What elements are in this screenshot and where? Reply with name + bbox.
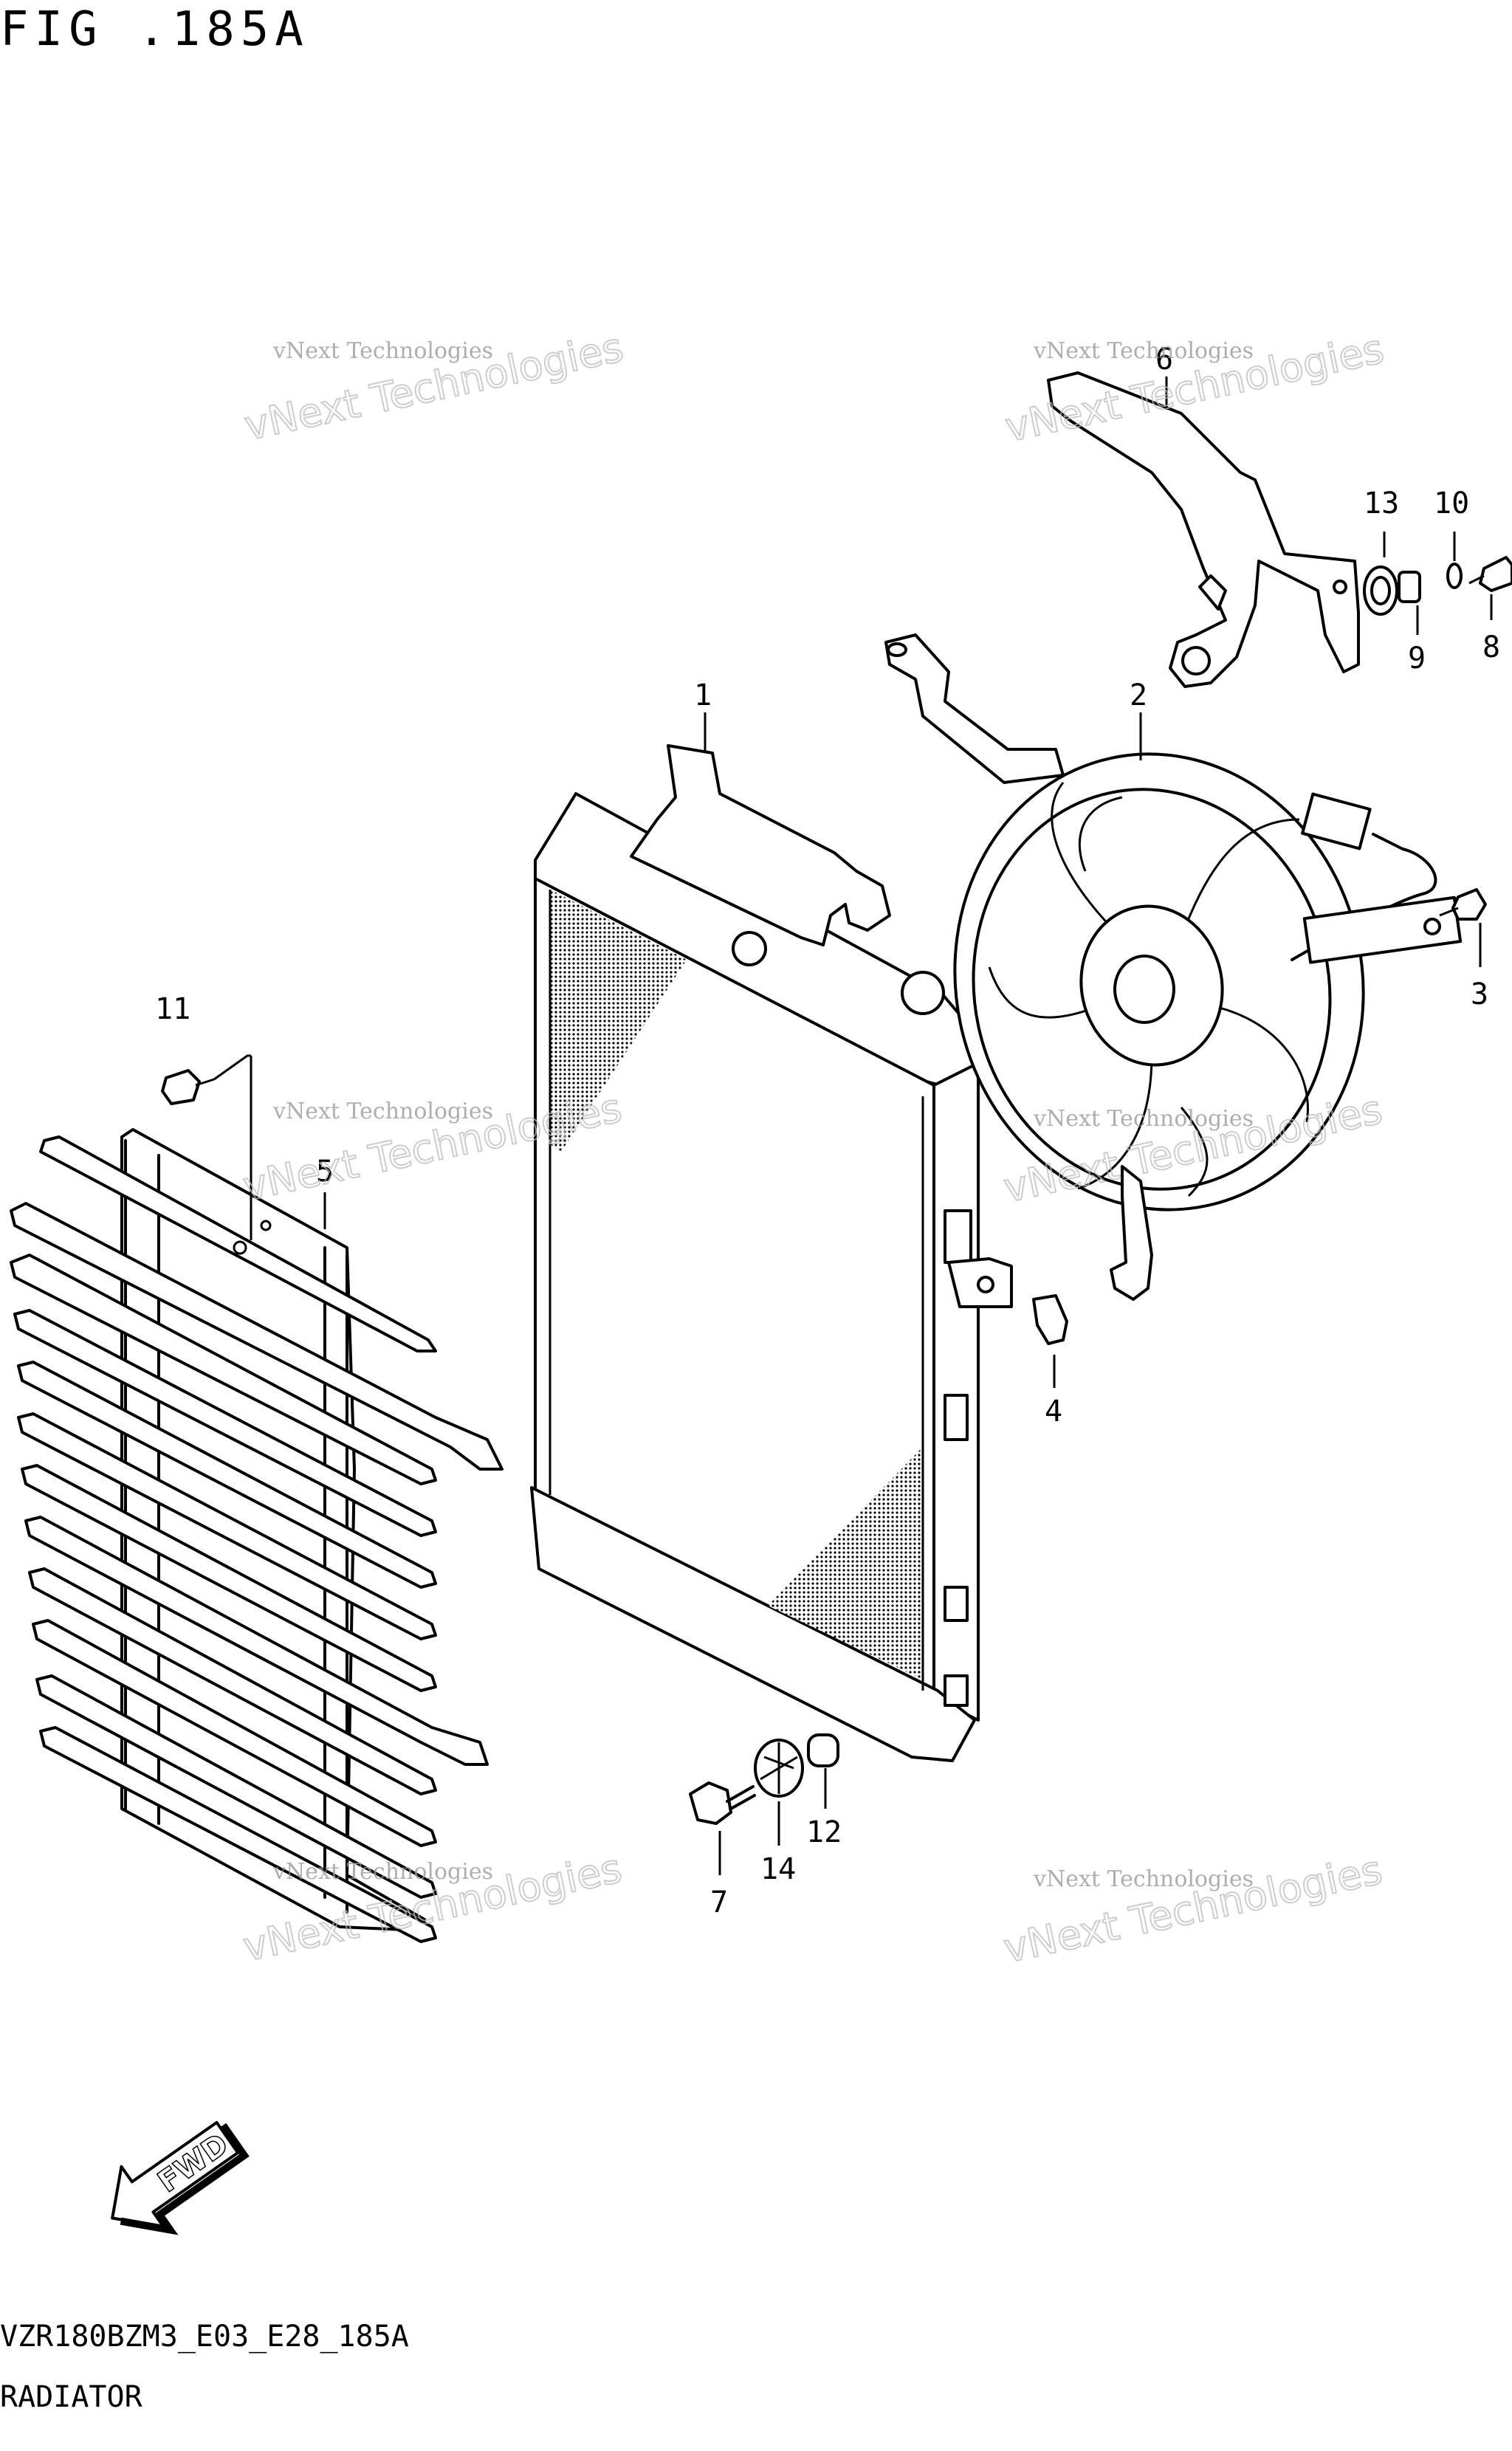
- svg-text:vNext Technologies: vNext Technologies: [272, 1859, 493, 1885]
- callout-9: 9: [1408, 642, 1426, 676]
- fan-bracket[interactable]: [1047, 371, 1360, 688]
- callout-7: 7: [710, 1885, 728, 1919]
- bolt-3[interactable]: [1439, 888, 1487, 921]
- clip-4[interactable]: [1032, 1294, 1068, 1345]
- bolt-7[interactable]: [689, 1781, 756, 1825]
- callout-12: 12: [806, 1815, 842, 1849]
- callout-11: 11: [155, 992, 190, 1026]
- cooling-fan[interactable]: [884, 633, 1463, 1301]
- callout-6: 6: [1155, 343, 1173, 377]
- callout-10: 10: [1434, 487, 1469, 520]
- svg-text:vNext Technologies: vNext Technologies: [272, 1099, 493, 1124]
- washer-10[interactable]: [1446, 563, 1463, 589]
- fwd-arrow-icon: FWD: [111, 2121, 250, 2235]
- bolt-8[interactable]: [1468, 556, 1512, 592]
- leader-lines: [213, 377, 1493, 1875]
- callout-labels: 1 2 3 4 5 6 7 8 9 10 11 12 13 14: [155, 343, 1500, 1919]
- svg-text:vNext Technologies: vNext Technologies: [1033, 1866, 1254, 1892]
- svg-text:vNext Technologies: vNext Technologies: [1000, 1846, 1386, 1972]
- callout-2: 2: [1130, 678, 1147, 712]
- grommet-13[interactable]: [1363, 566, 1398, 616]
- svg-text:vNext Technologies: vNext Technologies: [1033, 1106, 1254, 1132]
- radiator-louver-cover[interactable]: [10, 1128, 504, 1943]
- screw-11[interactable]: [161, 1069, 215, 1105]
- diagram-code: VZR180BZM3_E03_E28_185A: [0, 2320, 409, 2354]
- callout-5: 5: [316, 1155, 334, 1189]
- callout-3: 3: [1471, 977, 1488, 1011]
- callout-1: 1: [694, 678, 712, 712]
- callout-4: 4: [1045, 1395, 1062, 1429]
- svg-text:vNext Technologies: vNext Technologies: [1033, 338, 1254, 364]
- collar-9[interactable]: [1398, 571, 1421, 603]
- callout-13: 13: [1364, 487, 1399, 520]
- collar-12[interactable]: [807, 1733, 839, 1767]
- callout-14: 14: [760, 1852, 796, 1886]
- diagram-name: RADIATOR: [0, 2380, 142, 2414]
- grommet-14[interactable]: [754, 1739, 804, 1798]
- radiator-core[interactable]: [530, 744, 1013, 1762]
- callout-8: 8: [1482, 630, 1500, 664]
- figure-title: FIG .185A: [0, 2, 309, 57]
- svg-text:vNext Technologies: vNext Technologies: [272, 338, 493, 364]
